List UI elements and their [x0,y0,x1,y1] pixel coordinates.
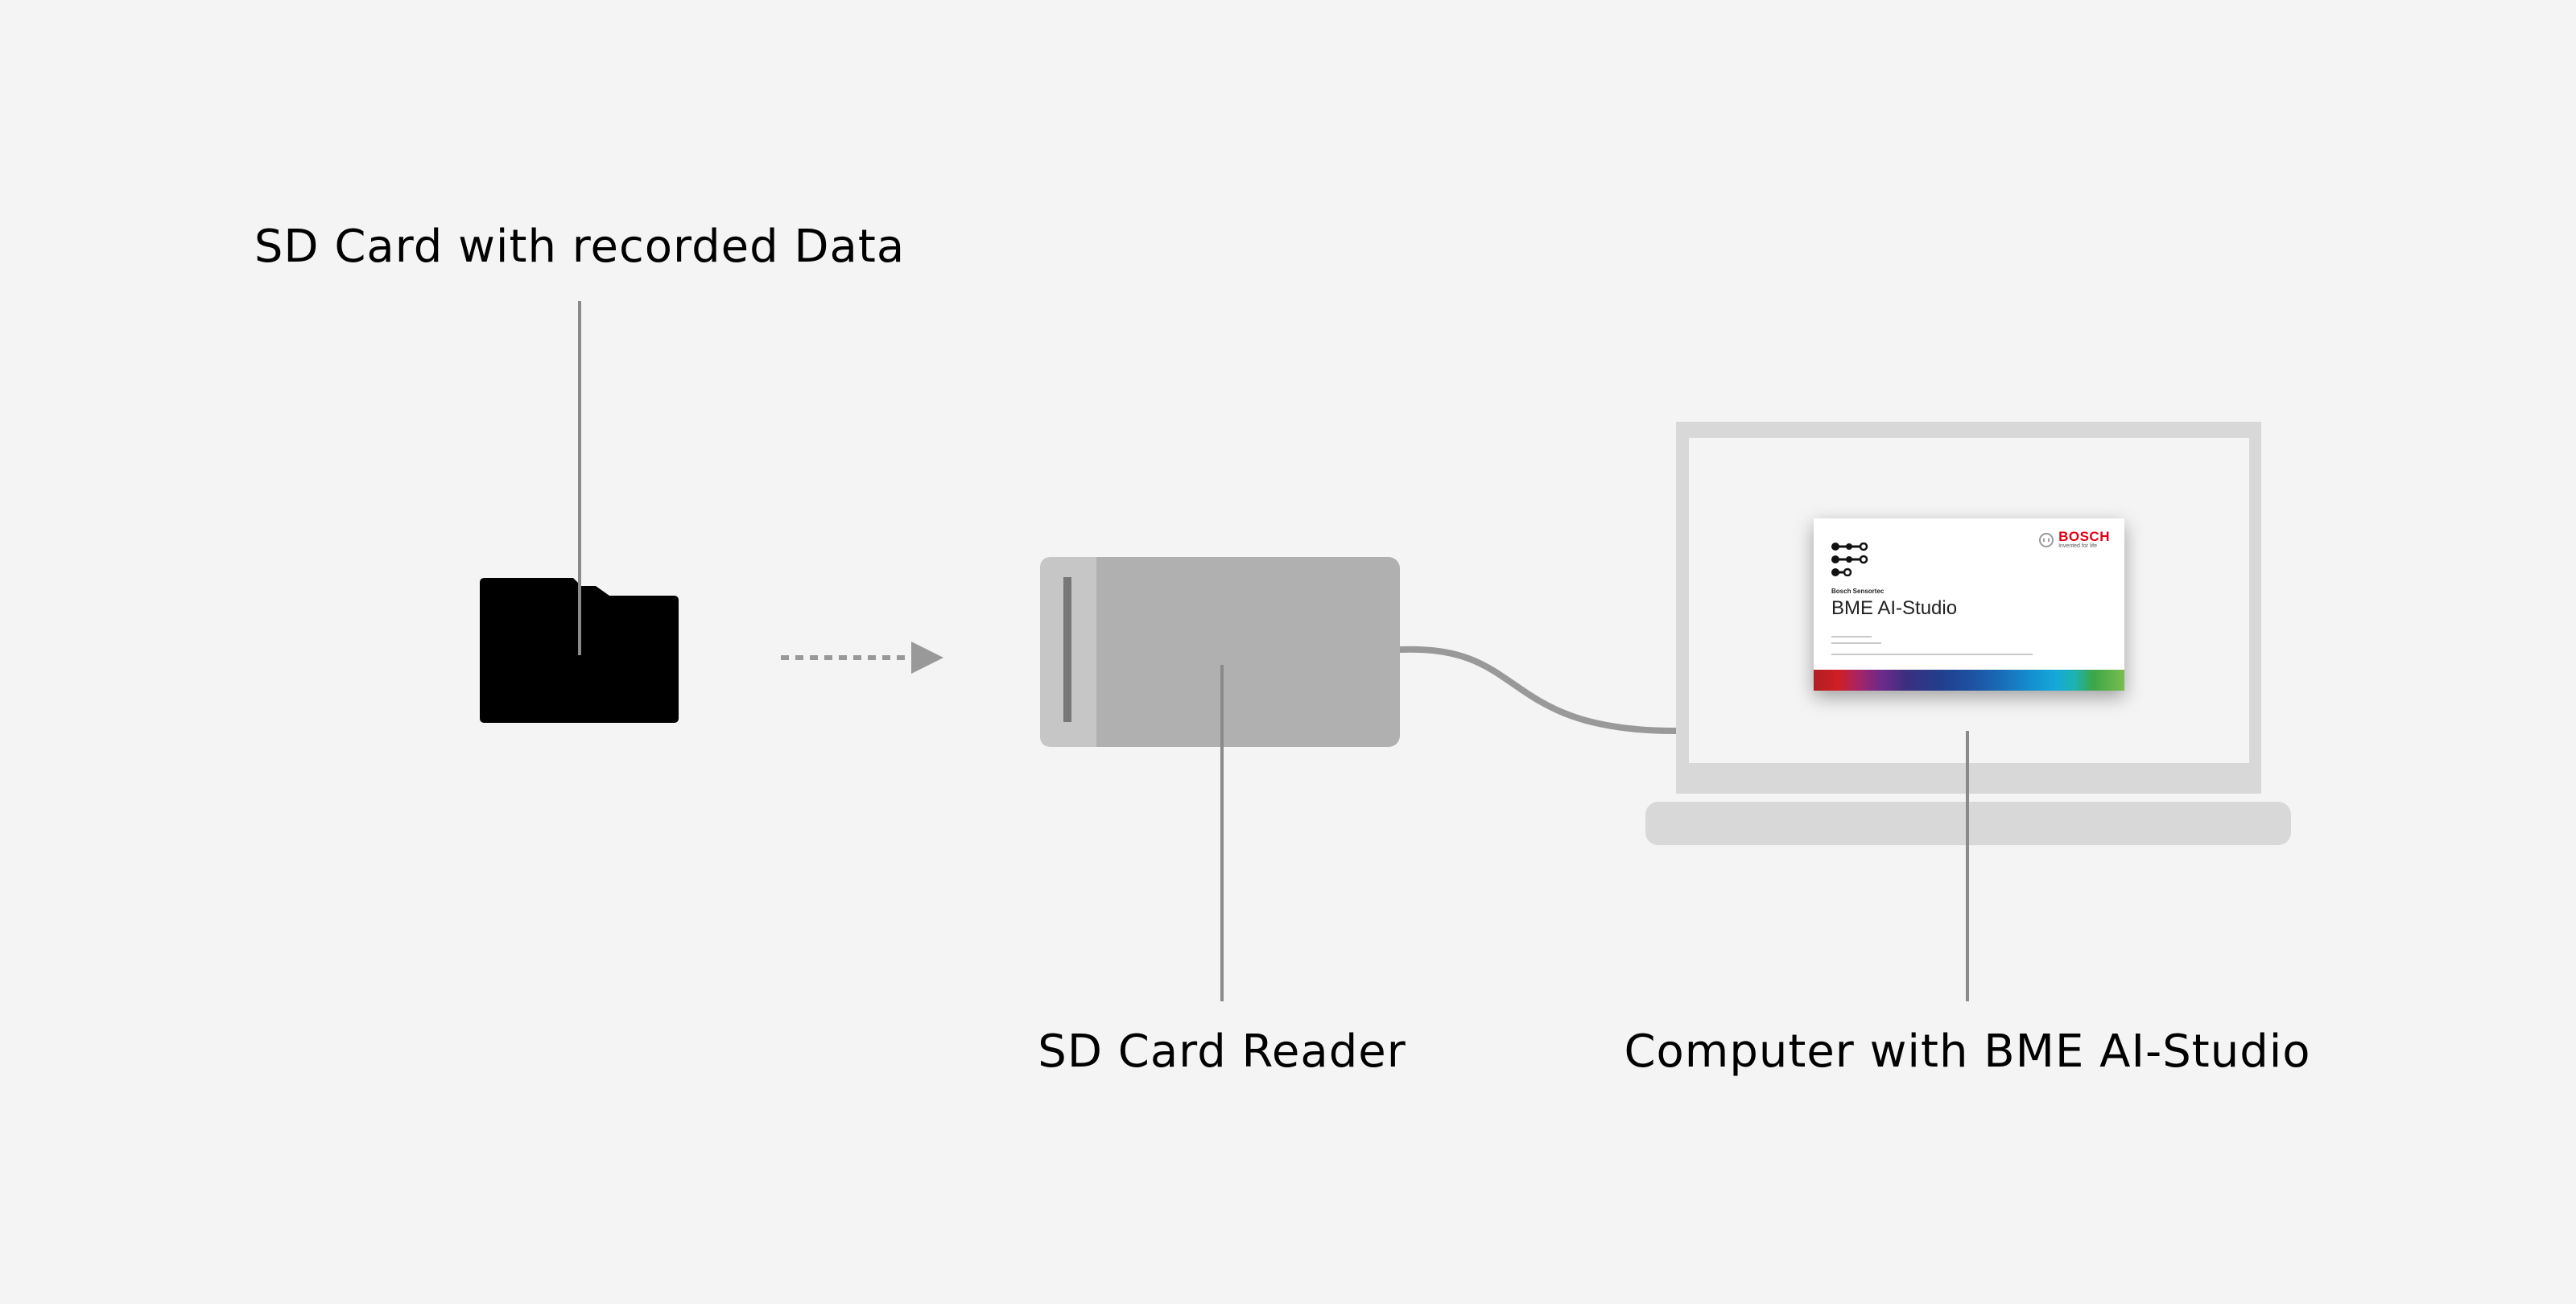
reader-label: SD Card Reader [1038,1025,1406,1078]
app-fine-print-line [1831,654,2033,655]
sd-card-reader [1040,557,1400,747]
app-color-stripe [1814,670,2124,691]
app-fine-print-line [1831,636,1872,638]
laptop [1645,422,2291,845]
app-fine-print-line [1831,642,1881,644]
bosch-logo-icon [2039,532,2054,547]
bosch-logo: BOSCH Invented for life [2039,530,2110,550]
bosch-tagline: Invented for life [2058,543,2097,549]
app-title: BME AI-Studio [1831,597,1958,619]
computer-label: Computer with BME AI-Studio [1624,1025,2311,1078]
dashed-arrow-icon [781,642,943,674]
sd-card-label: SD Card with recorded Data [254,221,906,273]
app-company: Bosch Sensortec [1831,588,1885,595]
app-splash-window: BOSCH Invented for life Bosch Sensortec … [1814,518,2124,691]
bosch-brand-name: BOSCH [2058,529,2110,544]
cable [1398,646,1677,734]
ai-studio-logo-icon [1831,543,1868,576]
